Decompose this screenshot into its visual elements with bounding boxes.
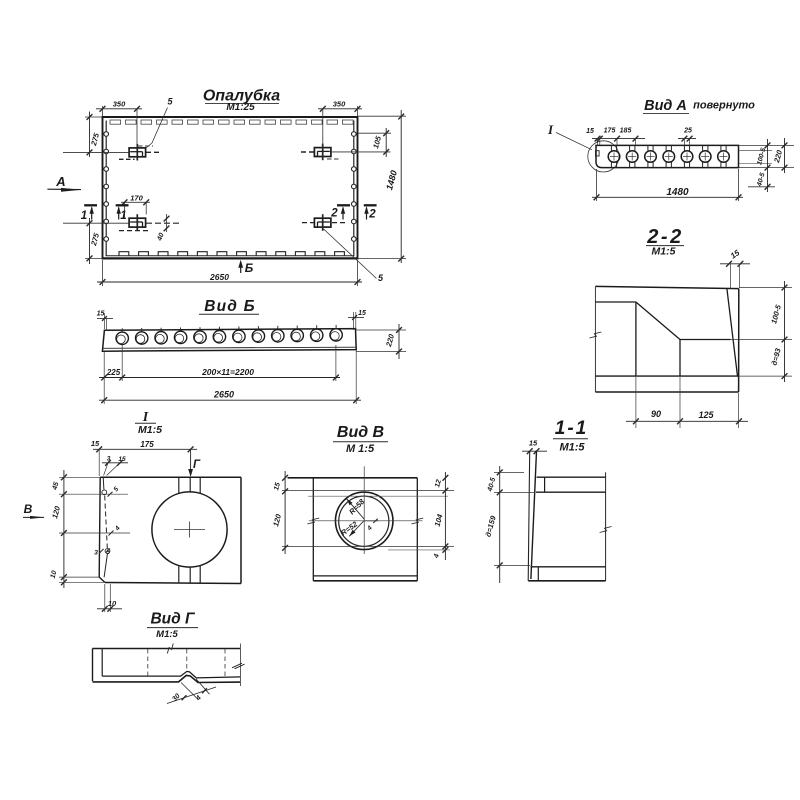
svg-text:1480: 1480 — [666, 187, 689, 198]
svg-text:25: 25 — [683, 128, 692, 135]
svg-text:350: 350 — [113, 99, 126, 108]
svg-text:185: 185 — [620, 128, 632, 135]
svg-text:175: 175 — [604, 128, 616, 135]
svg-text:4: 4 — [433, 553, 441, 560]
svg-text:225: 225 — [106, 368, 121, 377]
svg-text:220: 220 — [384, 332, 396, 348]
svg-text:275: 275 — [89, 131, 101, 147]
svg-text:120: 120 — [271, 512, 283, 527]
svg-text:1-1: 1-1 — [555, 418, 588, 439]
svg-text:5: 5 — [113, 486, 121, 494]
svg-text:М1:5: М1:5 — [138, 424, 162, 436]
svg-text:3: 3 — [107, 456, 111, 463]
svg-text:4: 4 — [365, 524, 373, 532]
svg-text:4: 4 — [113, 525, 122, 533]
svg-text:350: 350 — [333, 99, 346, 108]
svg-text:125: 125 — [698, 410, 714, 420]
svg-text:4: 4 — [194, 695, 202, 703]
svg-text:А: А — [55, 174, 65, 189]
svg-text:15: 15 — [97, 311, 105, 318]
svg-text:200×11=2200: 200×11=2200 — [201, 367, 254, 377]
svg-text:2650: 2650 — [213, 390, 234, 400]
svg-text:40: 40 — [156, 232, 166, 243]
svg-text:I: I — [547, 122, 554, 137]
svg-text:1: 1 — [120, 210, 126, 222]
svg-text:2650: 2650 — [209, 272, 229, 282]
svg-text:104: 104 — [433, 512, 445, 527]
svg-text:М1:5: М1:5 — [559, 442, 585, 454]
svg-text:М1:5: М1:5 — [652, 246, 676, 258]
svg-text:170: 170 — [130, 193, 143, 202]
svg-text:Г: Г — [193, 459, 201, 471]
svg-text:15: 15 — [358, 310, 366, 317]
svg-text:М 1:5: М 1:5 — [346, 443, 375, 455]
svg-text:1: 1 — [81, 210, 87, 222]
svg-text:100-5: 100-5 — [756, 147, 767, 166]
svg-text:2-2: 2-2 — [646, 226, 683, 248]
svg-text:15: 15 — [529, 439, 538, 448]
svg-text:40-5: 40-5 — [756, 172, 767, 188]
svg-text:30: 30 — [171, 693, 182, 704]
svg-text:Б: Б — [245, 261, 254, 275]
svg-text:Вид А: Вид А — [644, 98, 687, 114]
svg-text:12: 12 — [434, 479, 443, 488]
svg-text:10: 10 — [108, 599, 117, 608]
svg-text:Вид Б: Вид Б — [204, 298, 256, 315]
svg-text:В: В — [24, 502, 33, 516]
svg-text:I: I — [142, 410, 149, 425]
svg-text:10: 10 — [50, 570, 59, 579]
svg-text:5: 5 — [167, 97, 173, 107]
svg-text:Вид В: Вид В — [337, 424, 384, 441]
svg-text:15: 15 — [586, 128, 594, 135]
svg-text:15: 15 — [118, 456, 126, 463]
svg-text:15: 15 — [273, 482, 282, 491]
svg-text:повернуто: повернуто — [693, 100, 755, 112]
svg-text:275: 275 — [89, 231, 101, 247]
svg-text:3: 3 — [94, 550, 98, 557]
svg-text:М1:25: М1:25 — [226, 102, 255, 113]
svg-text:5: 5 — [378, 273, 384, 283]
svg-text:Вид Г: Вид Г — [150, 611, 196, 628]
svg-text:40-5: 40-5 — [487, 477, 498, 493]
svg-text:М1:5: М1:5 — [156, 629, 178, 640]
svg-text:2: 2 — [368, 209, 376, 221]
svg-text:45: 45 — [51, 481, 60, 491]
svg-text:120: 120 — [50, 504, 62, 519]
svg-text:2: 2 — [330, 208, 338, 220]
svg-text:15: 15 — [91, 439, 100, 448]
svg-text:Опалубка: Опалубка — [203, 88, 280, 105]
svg-text:5: 5 — [106, 549, 110, 556]
svg-text:105: 105 — [371, 134, 383, 149]
svg-text:220: 220 — [772, 148, 784, 164]
svg-text:175: 175 — [140, 440, 154, 449]
svg-text:90: 90 — [651, 409, 661, 419]
